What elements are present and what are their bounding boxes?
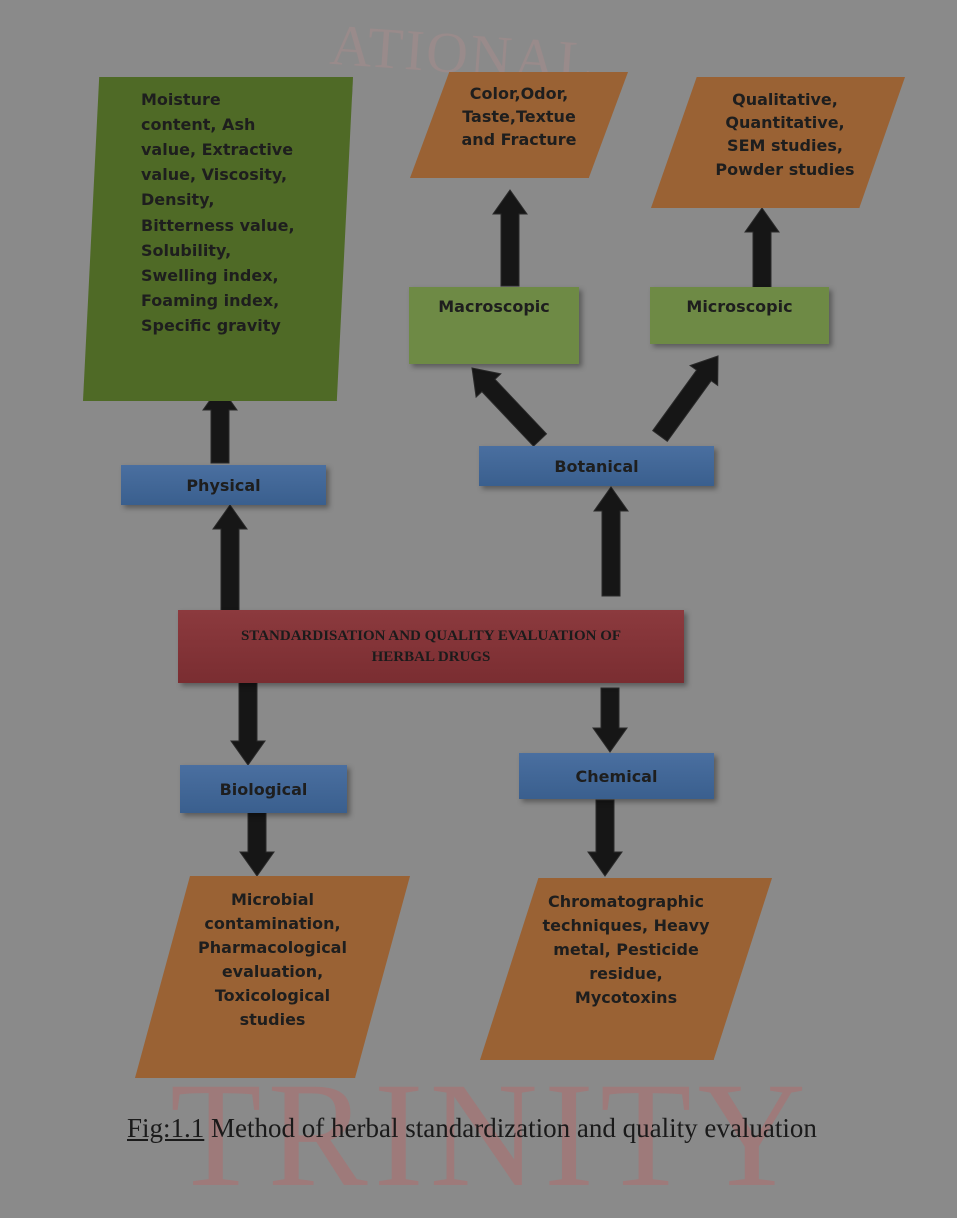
arrow-root-to-physical <box>212 504 248 613</box>
diagram-arrows <box>202 189 780 877</box>
arrow-microscopic-to-details <box>744 207 780 290</box>
figure-number: Fig:1.1 <box>127 1113 205 1143</box>
macroscopic-details-text: Color,Odor, Taste,Textue and Fracture <box>461 84 577 150</box>
physical-details-box: Moisture content, Ash value, Extractive … <box>83 77 353 401</box>
figure-caption-text: Method of herbal standardization and qua… <box>204 1113 817 1143</box>
microscopic-details-box: Qualitative, Quantitative, SEM studies, … <box>651 77 905 208</box>
chemical-box: Chemical <box>519 753 714 799</box>
physical-details-text: Moisture content, Ash value, Extractive … <box>141 90 295 335</box>
root-box: STANDARDISATION AND QUALITY EVALUATION O… <box>178 610 684 683</box>
biological-details-text: Microbial contamination, Pharmacological… <box>198 890 347 1029</box>
arrow-biological-to-details <box>239 811 275 877</box>
arrow-botanical-to-macroscopic <box>471 367 548 447</box>
microscopic-box: Microscopic <box>650 287 829 344</box>
arrow-root-to-chemical <box>592 687 628 753</box>
arrow-chemical-to-details <box>587 799 623 877</box>
microscopic-details-text: Qualitative, Quantitative, SEM studies, … <box>715 90 855 179</box>
arrow-macroscopic-to-details <box>492 189 528 287</box>
macroscopic-details-box: Color,Odor, Taste,Textue and Fracture <box>410 72 628 178</box>
botanical-box: Botanical <box>479 446 714 486</box>
arrow-root-to-biological <box>230 681 266 766</box>
biological-details-box: Microbial contamination, Pharmacological… <box>135 876 410 1078</box>
biological-box: Biological <box>180 765 347 813</box>
figure-caption: Fig:1.1 Method of herbal standardization… <box>127 1113 817 1144</box>
macroscopic-box: Macroscopic <box>409 287 579 364</box>
arrow-root-to-botanical <box>593 486 629 597</box>
chemical-details-text: Chromatographic techniques, Heavy metal,… <box>542 892 710 1007</box>
arrow-botanical-to-microscopic <box>652 355 719 442</box>
physical-box: Physical <box>121 465 326 505</box>
chemical-details-box: Chromatographic techniques, Heavy metal,… <box>480 878 772 1060</box>
